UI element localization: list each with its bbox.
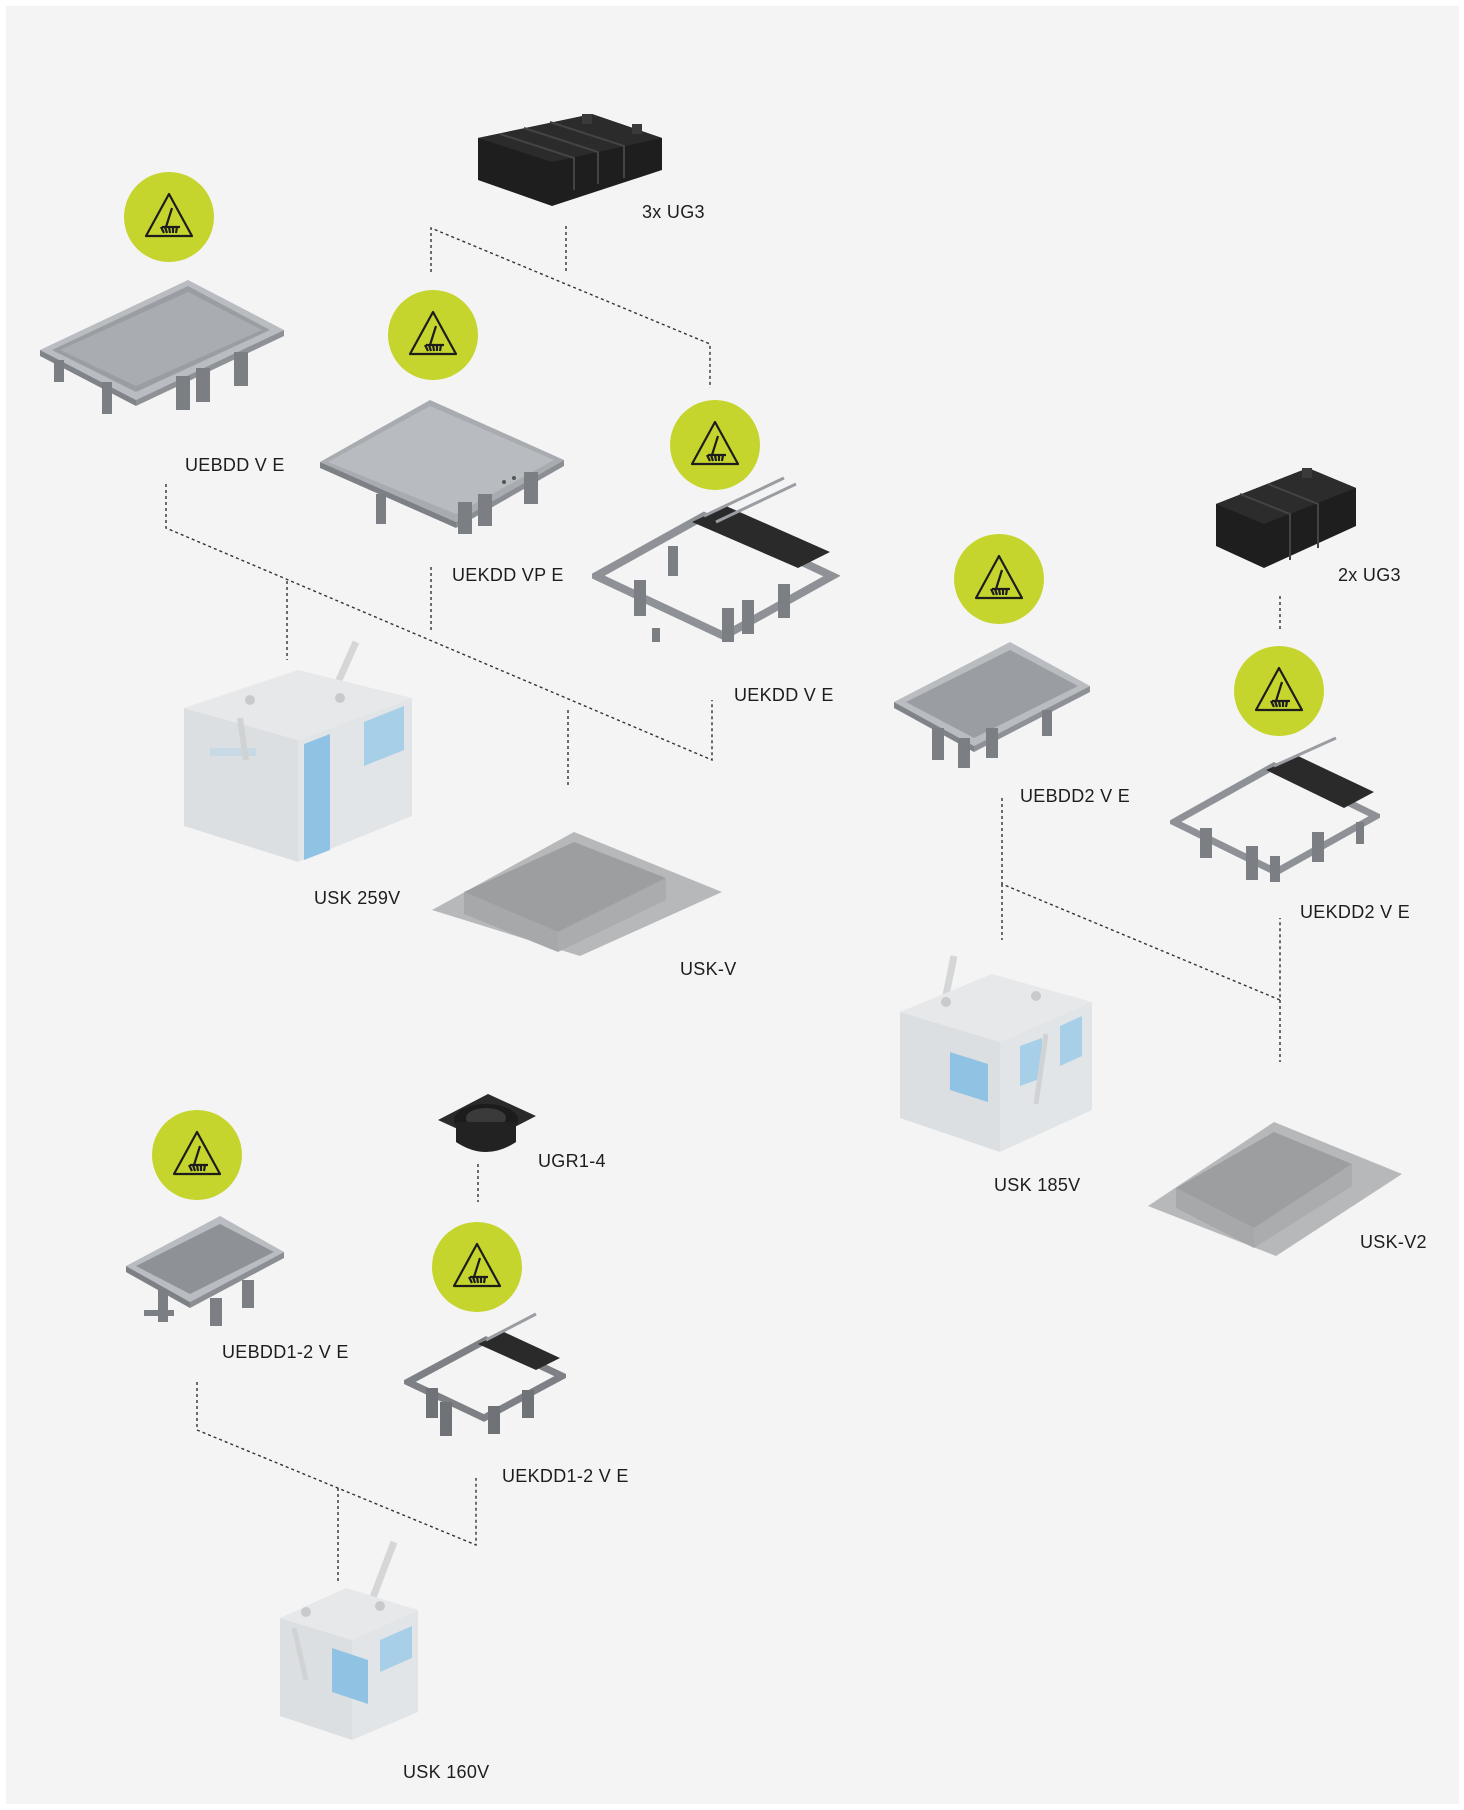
ug3-2x-image	[1216, 468, 1356, 568]
label-uekdd-vp-e: UEKDD VP E	[452, 565, 564, 585]
label-ug3-2x: 2x UG3	[1338, 565, 1401, 585]
warning-triangle-broom-icon	[452, 1242, 502, 1288]
uekdd-vp-e-image	[320, 400, 564, 534]
usk-160v-image	[280, 1540, 418, 1740]
label-usk-160v: USK 160V	[403, 1762, 490, 1782]
warning-triangle-broom-icon	[172, 1130, 222, 1176]
label-uebdd2-v-e: UEBDD2 V E	[1020, 786, 1131, 806]
label-uekdd-v-e: UEKDD V E	[734, 685, 834, 705]
warning-triangle-broom-icon	[974, 554, 1024, 600]
uebdd2-v-e-image	[894, 642, 1090, 768]
label-usk-v2: USK-V2	[1360, 1232, 1427, 1252]
warning-badge-uekdd2	[1234, 646, 1324, 736]
connector-uebdd2-uekdd2	[1001, 798, 1281, 1002]
warning-badge-uekdd-vp	[388, 290, 478, 380]
diagram-canvas	[6, 6, 1459, 1804]
label-usk-v: USK-V	[680, 959, 737, 979]
warning-triangle-broom-icon	[1254, 666, 1304, 712]
warning-triangle-broom-icon	[408, 310, 458, 356]
warning-triangle-broom-icon	[144, 192, 194, 238]
ugr1-4-image	[438, 1094, 536, 1152]
uebdd-v-e-image	[40, 280, 284, 414]
usk-v-image	[432, 832, 722, 956]
uekdd1-2-v-e-image	[404, 1312, 566, 1436]
warning-badge-uebdd	[124, 172, 214, 262]
warning-triangle-broom-icon	[690, 420, 740, 466]
connector-ug3-3x	[430, 226, 711, 388]
warning-badge-uebdd2	[954, 534, 1044, 624]
label-usk-259v: USK 259V	[314, 888, 401, 908]
label-uekdd1-2-v-e: UEKDD1-2 V E	[502, 1466, 629, 1486]
warning-badge-uekdd	[670, 400, 760, 490]
uekdd2-v-e-image	[1170, 736, 1380, 882]
warning-badge-uebdd1-2	[152, 1110, 242, 1200]
label-uebdd1-2-v-e: UEBDD1-2 V E	[222, 1342, 349, 1362]
ug3-3x-image	[478, 114, 662, 206]
label-usk-185v: USK 185V	[994, 1175, 1081, 1195]
uekdd-v-e-image	[592, 476, 840, 642]
usk-259v-image	[184, 640, 412, 862]
connector-uebdd-uekdd	[165, 484, 713, 762]
label-uekdd2-v-e: UEKDD2 V E	[1300, 902, 1411, 922]
usk-185v-image	[900, 955, 1092, 1152]
label-uebdd-v-e: UEBDD V E	[185, 455, 285, 475]
label-ugr1-4: UGR1-4	[538, 1151, 606, 1171]
warning-badge-uekdd1-2	[432, 1222, 522, 1312]
usk-v2-image	[1148, 1122, 1402, 1256]
uebdd1-2-v-e-image	[126, 1216, 284, 1326]
connector-uebdd1-uekdd1	[196, 1382, 477, 1547]
label-ug3-3x: 3x UG3	[642, 202, 705, 222]
